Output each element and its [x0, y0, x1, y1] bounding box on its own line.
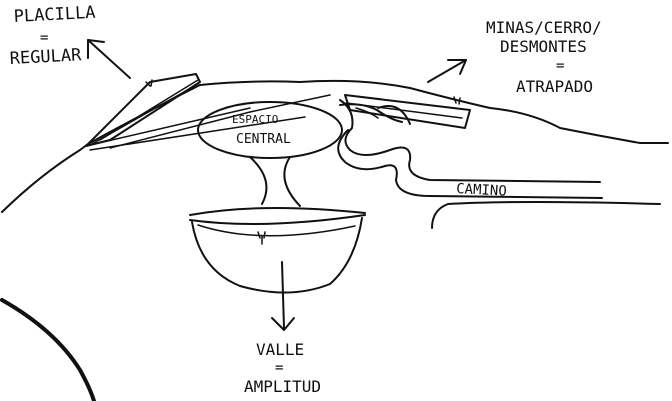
valle-equals: = [275, 360, 283, 376]
valle-label: VALLE [256, 340, 304, 359]
atrapado-label: ATRAPADO [516, 77, 593, 96]
placilla-wedge [86, 74, 330, 150]
regular-label: REGULAR [9, 45, 82, 69]
valle-basin [190, 208, 365, 293]
placilla-label: PLACILLA [13, 3, 96, 27]
minas-equals: = [556, 58, 564, 74]
minas-wedge [345, 95, 470, 128]
mountain-ridge [2, 81, 668, 212]
central-label: CENTRAL [236, 132, 291, 147]
desmontes-label: DESMONTES [500, 37, 587, 56]
placilla-equals: = [40, 30, 48, 46]
minas-label: MINAS/CERRO/ [486, 18, 602, 37]
placilla-arrow-icon [88, 40, 130, 78]
camino-label: CAMINO [456, 181, 507, 200]
winding-road [338, 100, 660, 228]
amplitud-label: AMPLITUD [244, 377, 321, 396]
espacio-label: ESPACIO [232, 113, 278, 126]
minas-arrow-icon [428, 60, 466, 82]
valle-arrow-icon [272, 262, 294, 330]
bold-curve [2, 300, 94, 401]
